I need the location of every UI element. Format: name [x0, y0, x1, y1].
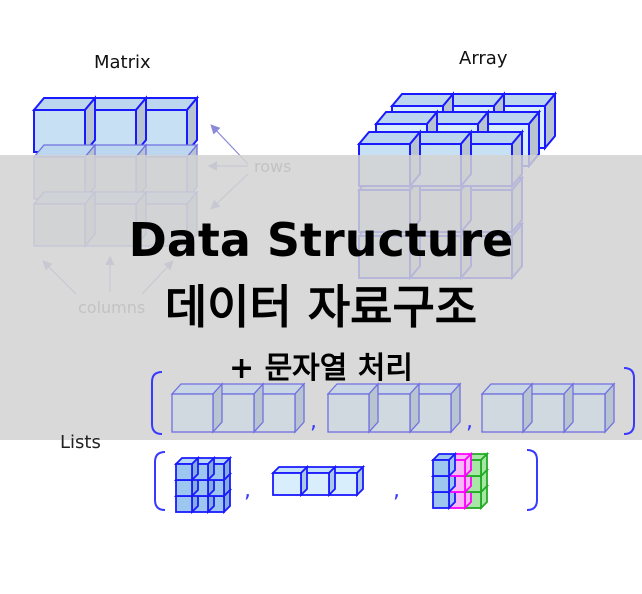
cube	[298, 464, 338, 498]
cube	[170, 382, 224, 434]
cube	[270, 464, 310, 498]
lists-label: Lists	[60, 432, 101, 453]
matrix-label: Matrix	[94, 52, 151, 73]
cube	[326, 382, 380, 434]
title-english: Data Structure	[129, 213, 514, 267]
cube	[430, 451, 458, 479]
lists-diagram: Lists , , , ,	[60, 367, 635, 515]
title-korean: 데이터 자료구조	[165, 280, 477, 334]
list-separator: ,	[393, 478, 400, 503]
list-brackets	[151, 367, 635, 511]
list-separator: ,	[466, 409, 473, 434]
list-commas: , , , ,	[244, 409, 473, 503]
cube	[480, 382, 534, 434]
list-separator: ,	[310, 409, 317, 434]
cube	[31, 95, 98, 155]
cube	[173, 455, 201, 483]
cube	[82, 95, 149, 155]
title-text: Data Structure 데이터 자료구조 + 문자열 처리	[129, 213, 514, 386]
list-separator: ,	[244, 478, 251, 503]
subtitle: + 문자열 처리	[229, 351, 413, 386]
array-label: Array	[459, 48, 508, 69]
